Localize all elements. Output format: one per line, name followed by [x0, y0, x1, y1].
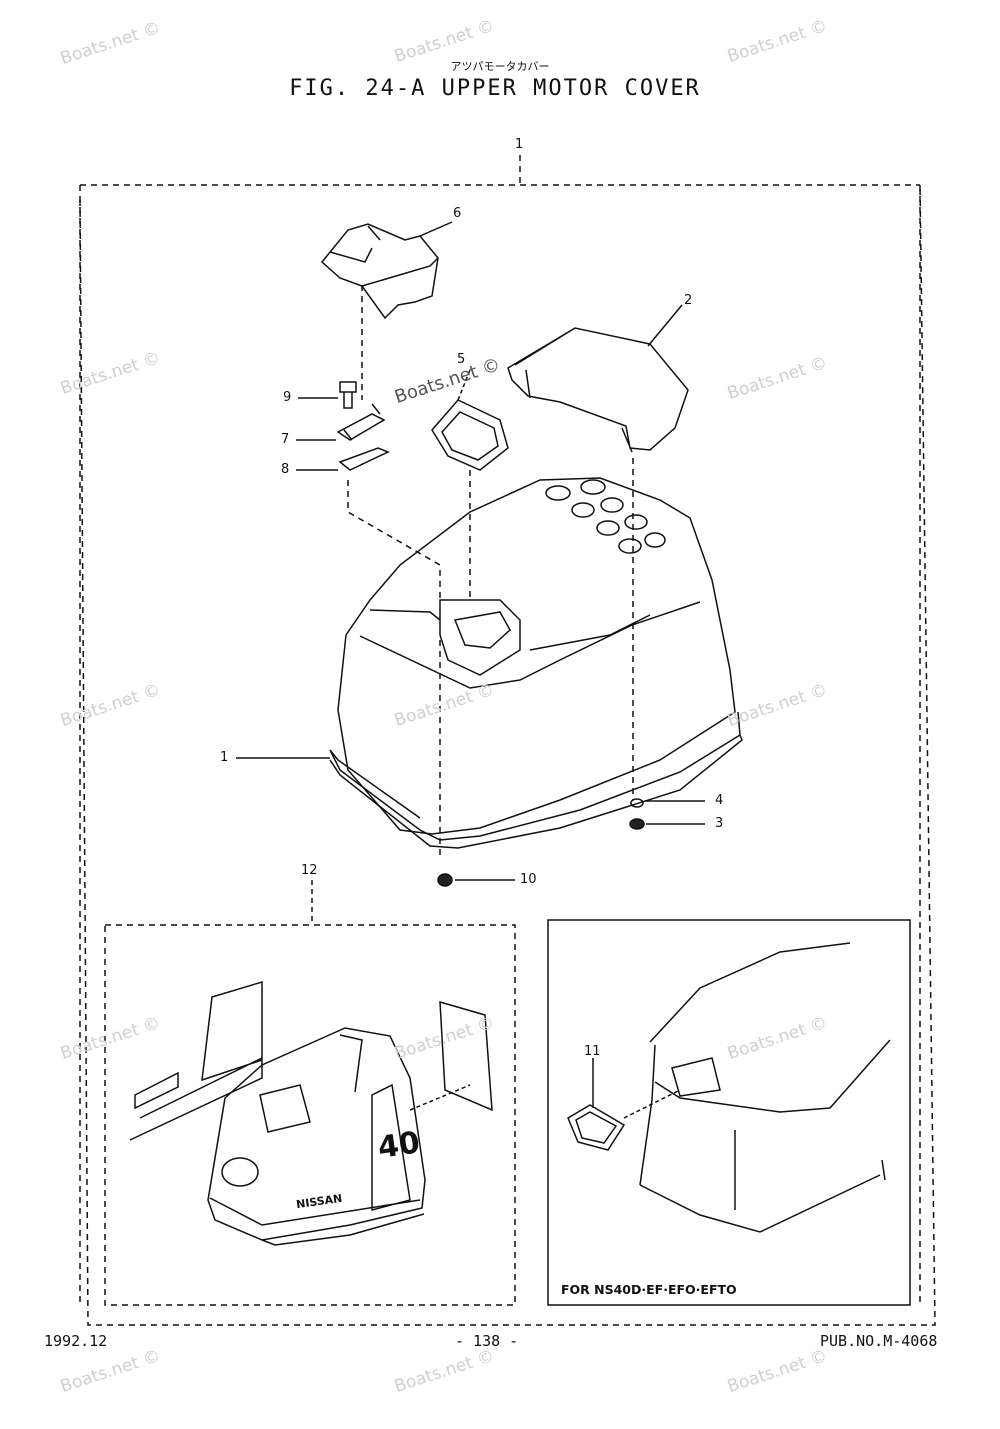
figure-title: FIG. 24-A UPPER MOTOR COVER [289, 76, 701, 101]
callout-11: 11 [584, 1044, 601, 1059]
ns40d-cover-sketch [639, 942, 891, 1233]
japanese-title: アツパモータカバー [450, 60, 550, 73]
part-5-seal [431, 399, 509, 471]
decal-cowl [207, 1027, 426, 1246]
ns40d-inset-frame [547, 919, 911, 1306]
part-6-plate [320, 223, 439, 320]
part-2-cap [507, 327, 689, 453]
assembly-1-bracket [79, 184, 921, 1305]
callout-12: 12 [301, 863, 318, 878]
decal-model-number: 40 [375, 1125, 422, 1166]
main-cover-body [337, 477, 736, 835]
decal-kit-frame [104, 924, 516, 1306]
part-7-latch [336, 403, 386, 441]
callout-7: 7 [281, 432, 290, 447]
callout-3: 3 [715, 816, 724, 831]
callout-8: 8 [281, 462, 290, 477]
callout-1-side: 1 [220, 750, 229, 765]
part-4-washer [630, 798, 644, 808]
callout-4: 4 [715, 793, 724, 808]
callout-6: 6 [453, 206, 462, 221]
part-10-nut [437, 873, 453, 887]
callout-5: 5 [457, 352, 466, 367]
footer-pub-no: PUB.NO.M-4068 [820, 1332, 938, 1350]
callout-9: 9 [283, 390, 292, 405]
assembly-frame-left [79, 184, 936, 1326]
part-9-screw [339, 381, 357, 409]
callout-10: 10 [520, 872, 537, 887]
main-cover-rim [329, 711, 743, 849]
callout-1-top: 1 [515, 137, 524, 152]
plug-tubes [545, 479, 666, 554]
part-3-nut [629, 818, 645, 830]
part-8-plate [338, 447, 390, 471]
footer-date: 1992.12 [44, 1332, 108, 1350]
callout-2: 2 [684, 293, 693, 308]
footer-page: - 138 - [455, 1332, 519, 1350]
inset-note: FOR NS40D·EF·EFO·EFTO [561, 1282, 737, 1297]
